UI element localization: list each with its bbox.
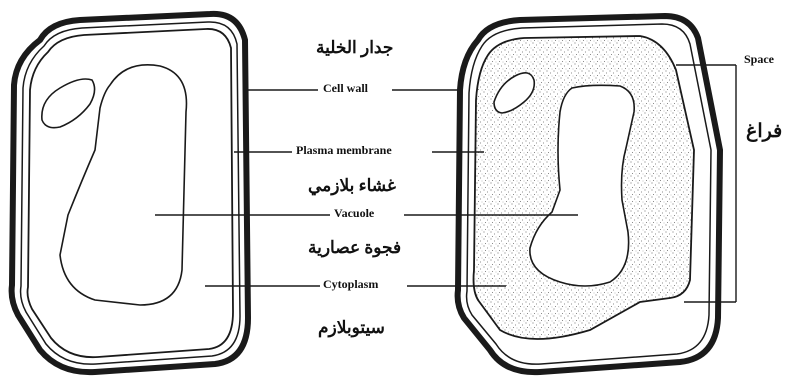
left-cell-wall-inner <box>21 22 240 364</box>
label-cytoplasm: Cytoplasm <box>323 277 378 292</box>
label-cell-wall: Cell wall <box>323 81 368 96</box>
label-space: Space <box>744 52 774 67</box>
label-plasma-membrane: Plasma membrane <box>296 143 392 158</box>
left-plasma-membrane <box>28 29 234 357</box>
label-ar-space: فراغ <box>746 120 782 143</box>
label-ar-vacuole: فجوة عصارية <box>308 238 401 258</box>
left-vacuole <box>60 65 186 305</box>
label-ar-cytoplasm: سيتوبلازم <box>318 318 385 338</box>
label-ar-plasma-membrane: غشاء بلازمي <box>308 176 396 196</box>
plasmolysed-cell <box>458 16 720 372</box>
label-vacuole: Vacuole <box>334 206 374 221</box>
left-nucleus <box>42 79 95 128</box>
turgid-cell <box>12 14 248 372</box>
label-ar-cell-wall: جدار الخلية <box>316 38 393 58</box>
